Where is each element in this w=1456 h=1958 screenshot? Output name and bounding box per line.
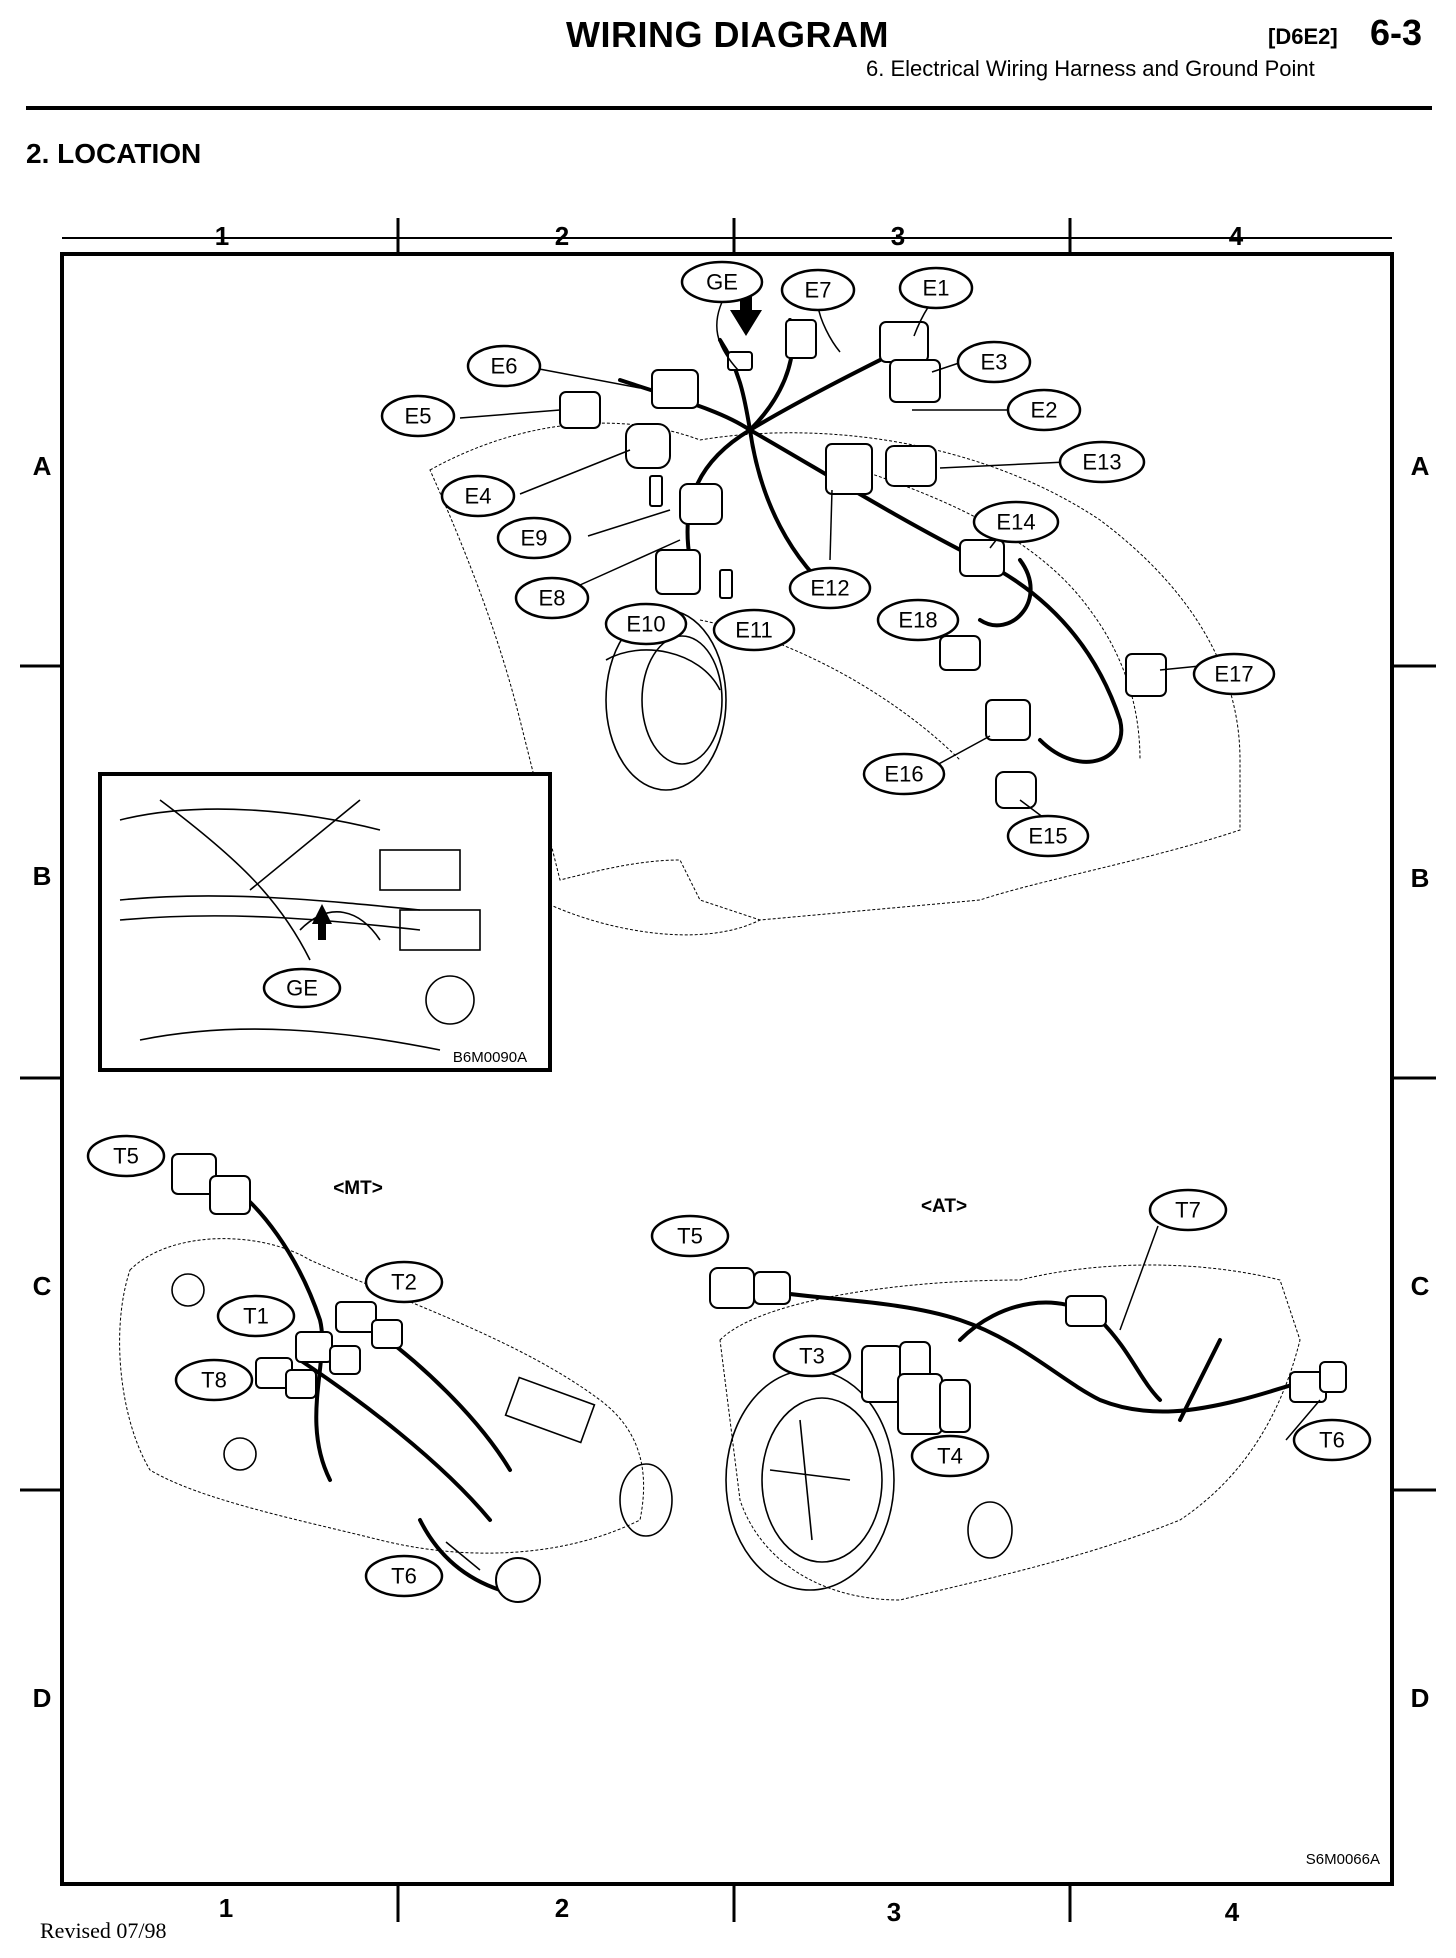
svg-text:T6: T6 [1319, 1428, 1345, 1453]
ground-inset [98, 772, 552, 1072]
grid-col-4-bottom: 4 [1225, 1897, 1240, 1927]
svg-text:GE: GE [286, 976, 318, 1001]
callout-e11: E11 [712, 608, 796, 652]
svg-text:E1: E1 [923, 276, 950, 301]
callout-e7: E7 [780, 268, 856, 312]
callout-e12: E12 [788, 566, 872, 610]
svg-text:E10: E10 [626, 612, 665, 637]
svg-text:T1: T1 [243, 1304, 269, 1329]
callout-mt-t6: T6 [364, 1554, 444, 1598]
callout-e1: E1 [898, 266, 974, 310]
grid-col-2-top: 2 [555, 221, 569, 251]
at-transmission-illustration [709, 1264, 1347, 1601]
svg-text:E3: E3 [981, 350, 1008, 375]
callout-mt-t1: T1 [216, 1294, 296, 1338]
callout-mt-t5: T5 [86, 1134, 166, 1178]
callout-e10: E10 [604, 602, 688, 646]
callout-e3: E3 [956, 340, 1032, 384]
grid-row-c-left: C [33, 1271, 52, 1301]
grid-col-3-top: 3 [891, 221, 905, 251]
callout-ge: GE [680, 260, 764, 304]
grid-row-a-left: A [33, 451, 52, 481]
callout-e9: E9 [496, 516, 572, 560]
svg-text:GE: GE [706, 270, 738, 295]
svg-text:E2: E2 [1031, 398, 1058, 423]
svg-text:E15: E15 [1028, 824, 1067, 849]
callout-e8: E8 [514, 576, 590, 620]
svg-text:T5: T5 [677, 1224, 703, 1249]
svg-text:E8: E8 [539, 586, 566, 611]
svg-text:E9: E9 [521, 526, 548, 551]
mt-transmission-illustration [119, 1153, 673, 1603]
callout-e13: E13 [1058, 440, 1146, 484]
svg-text:T6: T6 [391, 1564, 417, 1589]
grid-row-b-right: B [1411, 863, 1430, 893]
grid-sides [20, 664, 1436, 1492]
grid-row-b-left: B [33, 861, 52, 891]
grid-row-d-left: D [33, 1683, 52, 1713]
callout-e5: E5 [380, 394, 456, 438]
svg-text:E7: E7 [805, 278, 832, 303]
section-code: [D6E2] [1268, 24, 1338, 49]
svg-text:E11: E11 [735, 618, 773, 643]
page-number: 6-3 [1370, 12, 1423, 53]
callout-e17: E17 [1192, 652, 1276, 696]
section-title: 2. LOCATION [26, 138, 202, 169]
grid-bottom [396, 1884, 1072, 1922]
svg-text:E13: E13 [1082, 450, 1121, 475]
svg-text:T7: T7 [1175, 1198, 1201, 1223]
callout-at-t3: T3 [772, 1334, 852, 1378]
callout-mt-t8: T8 [174, 1358, 254, 1402]
svg-text:E18: E18 [898, 608, 937, 633]
drawing-code: S6M0066A [1306, 1851, 1380, 1868]
diagram-frame [60, 252, 1394, 1886]
grid-row-c-right: C [1411, 1271, 1430, 1301]
svg-text:T5: T5 [113, 1144, 139, 1169]
engine-illustration [429, 318, 1241, 936]
callout-at-t7: T7 [1148, 1188, 1228, 1232]
grid-col-1-top: 1 [215, 221, 229, 251]
svg-text:E6: E6 [491, 354, 518, 379]
grid-row-d-right: D [1411, 1683, 1430, 1713]
grid-col-3-bottom: 3 [887, 1897, 901, 1927]
svg-text:E12: E12 [810, 576, 849, 601]
callout-e18: E18 [876, 598, 960, 642]
callout-e4: E4 [440, 474, 516, 518]
svg-text:T2: T2 [391, 1270, 417, 1295]
callout-e2: E2 [1006, 388, 1082, 432]
callout-e16: E16 [862, 752, 946, 796]
svg-text:T3: T3 [799, 1344, 825, 1369]
inset-drawing-code: B6M0090A [453, 1049, 527, 1066]
grid-col-4-top: 4 [1229, 221, 1244, 251]
callout-mt-t2: T2 [364, 1260, 444, 1304]
svg-text:E16: E16 [884, 762, 923, 787]
grid-col-2-bottom: 2 [555, 1893, 569, 1923]
callout-at-t5: T5 [650, 1214, 730, 1258]
header-rule [26, 106, 1432, 110]
grid-top [62, 218, 1392, 254]
svg-text:E4: E4 [465, 484, 492, 509]
callout-inset-ge: GE [262, 967, 342, 1009]
revision-footer: Revised 07/98 [40, 1918, 167, 1943]
svg-text:E14: E14 [996, 510, 1035, 535]
callout-at-t6: T6 [1292, 1418, 1372, 1462]
variant-mt-label: <MT> [333, 1178, 383, 1199]
svg-text:E5: E5 [405, 404, 432, 429]
svg-text:T8: T8 [201, 1368, 227, 1393]
callout-e15: E15 [1006, 814, 1090, 858]
ground-arrow [730, 296, 762, 336]
svg-text:T4: T4 [937, 1444, 963, 1469]
page-subtitle: 6. Electrical Wiring Harness and Ground … [866, 56, 1315, 81]
variant-at-label: <AT> [921, 1196, 967, 1217]
svg-text:E17: E17 [1214, 662, 1253, 687]
callout-at-t4: T4 [910, 1434, 990, 1478]
page-title: WIRING DIAGRAM [566, 14, 889, 55]
grid-row-a-right: A [1411, 451, 1430, 481]
callout-e6: E6 [466, 344, 542, 388]
callout-e14: E14 [972, 500, 1060, 544]
grid-col-1-bottom: 1 [219, 1893, 233, 1923]
